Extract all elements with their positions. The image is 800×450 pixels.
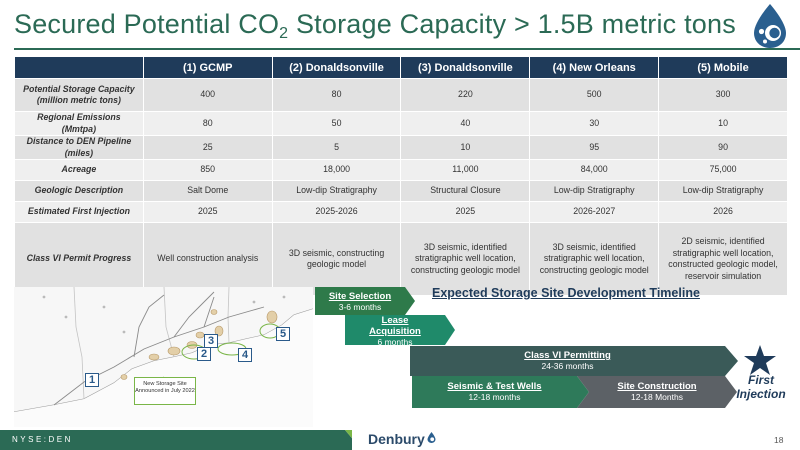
- table-cell: Salt Dome: [142, 180, 273, 202]
- table-cell: 95: [529, 135, 660, 160]
- table-row: Class VI Permit Progress Well constructi…: [14, 222, 788, 296]
- table-cell: 2025-2026: [271, 201, 402, 223]
- arrow-seismic-test-wells: [412, 376, 589, 408]
- site-marker-1: 1: [85, 373, 99, 387]
- table-cell: 80: [271, 78, 402, 112]
- stage-seismic-test-wells: Seismic & Test Wells 12-18 months: [412, 381, 577, 402]
- stage-class-vi-permitting: Class VI Permitting 24-36 months: [410, 350, 725, 371]
- table-cell: 220: [400, 78, 531, 112]
- table-row: Potential Storage Capacity (million metr…: [14, 78, 788, 112]
- stage-duration: 12-18 months: [468, 392, 521, 402]
- table-cell: 11,000: [400, 159, 531, 181]
- table-cell: 2026: [658, 201, 788, 223]
- table-cell: Well construction analysis: [142, 222, 273, 296]
- row-label: Estimated First Injection: [14, 201, 144, 223]
- stage-name: Seismic & Test Wells: [447, 381, 542, 392]
- table-cell: 50: [271, 111, 402, 136]
- stage-name: Class VI Permitting: [524, 350, 611, 361]
- table-row: Regional Emissions (Mmtpa) 80 50 40 30 1…: [14, 111, 788, 136]
- table-cell: 3D seismic, identified stratigraphic wel…: [529, 222, 660, 296]
- stage-duration: 12-18 Months: [631, 392, 683, 402]
- slide-title-block: Secured Potential CO2 Storage Capacity >…: [14, 6, 800, 50]
- table-cell: 40: [400, 111, 531, 136]
- table-row: Acreage 850 18,000 11,000 84,000 75,000: [14, 159, 788, 181]
- page-number: 18: [774, 435, 784, 445]
- timeline-title: Expected Storage Site Development Timeli…: [432, 286, 700, 300]
- table-cell: 84,000: [529, 159, 660, 181]
- stage-site-selection: Site Selection 3-6 months: [315, 291, 405, 312]
- footer-brand: Denbury: [368, 431, 436, 447]
- table-cell: 3D seismic, identified stratigraphic wel…: [400, 222, 531, 296]
- stage-duration: 24-36 months: [541, 361, 594, 371]
- title-rest: Storage Capacity > 1.5B metric tons: [288, 9, 736, 39]
- row-label: Geologic Description: [14, 180, 144, 202]
- table-header-row: (1) GCMP (2) Donaldsonville (3) Donaldso…: [14, 56, 788, 79]
- table-cell: 2D seismic, identified stratigraphic wel…: [658, 222, 788, 296]
- storage-capacity-table: (1) GCMP (2) Donaldsonville (3) Donaldso…: [14, 56, 788, 296]
- arrow-class-vi-permitting: [410, 346, 738, 376]
- table-cell: Low-dip Stratigraphy: [271, 180, 402, 202]
- table-cell: 18,000: [271, 159, 402, 181]
- title-divider: [14, 48, 800, 50]
- table-cell: Low-dip Stratigraphy: [529, 180, 660, 202]
- table-row: Distance to DEN Pipeline (miles) 25 5 10…: [14, 135, 788, 160]
- table-cell: Structural Closure: [400, 180, 531, 202]
- footer-band: [0, 430, 800, 450]
- row-label: Regional Emissions (Mmtpa): [14, 111, 144, 136]
- new-site-callout: New Storage Site Announced in July 2022: [134, 377, 196, 405]
- site-marker-4: 4: [238, 348, 252, 362]
- first-injection-label: First Injection: [736, 373, 786, 401]
- star-icon: [744, 345, 776, 375]
- table-header-cell: (2) Donaldsonville: [271, 56, 402, 79]
- arrow-site-construction: [577, 376, 737, 408]
- title-subscript: 2: [279, 25, 289, 42]
- table-cell: 25: [142, 135, 273, 160]
- table-cell: 10: [658, 111, 788, 136]
- table-cell: 2025: [400, 201, 531, 223]
- table-cell: 300: [658, 78, 788, 112]
- slide-title: Secured Potential CO2 Storage Capacity >…: [14, 6, 736, 52]
- stage-name: Site Selection: [328, 291, 392, 302]
- table-header-cell: (1) GCMP: [142, 56, 273, 79]
- row-label: Class VI Permit Progress: [14, 222, 144, 296]
- stage-site-construction: Site Construction 12-18 Months: [589, 381, 725, 402]
- row-label: Potential Storage Capacity (million metr…: [14, 78, 144, 112]
- site-marker-3: 3: [204, 334, 218, 348]
- stage-duration: 6 months: [377, 337, 413, 347]
- stage-name: Lease Acquisition: [369, 315, 421, 337]
- stage-duration: 3-6 months: [338, 302, 382, 312]
- brand-name: Denbury: [368, 431, 425, 447]
- brand-droplet-icon: [427, 432, 436, 443]
- stage-name: Site Construction: [617, 381, 697, 392]
- arrow-site-selection: [315, 287, 415, 315]
- denbury-droplet-logo: [754, 4, 786, 48]
- table-cell: 5: [271, 135, 402, 160]
- site-marker-5: 5: [276, 327, 290, 341]
- table-header-cell: (3) Donaldsonville: [400, 56, 531, 79]
- table-cell: 2025: [142, 201, 273, 223]
- arrow-lease-acquisition: [345, 315, 455, 345]
- table-header-cell: (5) Mobile: [658, 56, 788, 79]
- title-main: Secured Potential CO: [14, 9, 280, 39]
- table-header-cell: (4) New Orleans: [529, 56, 660, 79]
- gulf-coast-map: 1 2 3 4 5: [14, 287, 313, 427]
- ticker-symbol: NYSE:DEN: [12, 435, 73, 444]
- row-label: Acreage: [14, 159, 144, 181]
- table-cell: 500: [529, 78, 660, 112]
- table-cell: 400: [142, 78, 273, 112]
- stage-lease-acquisition: Lease Acquisition 6 months: [345, 315, 445, 347]
